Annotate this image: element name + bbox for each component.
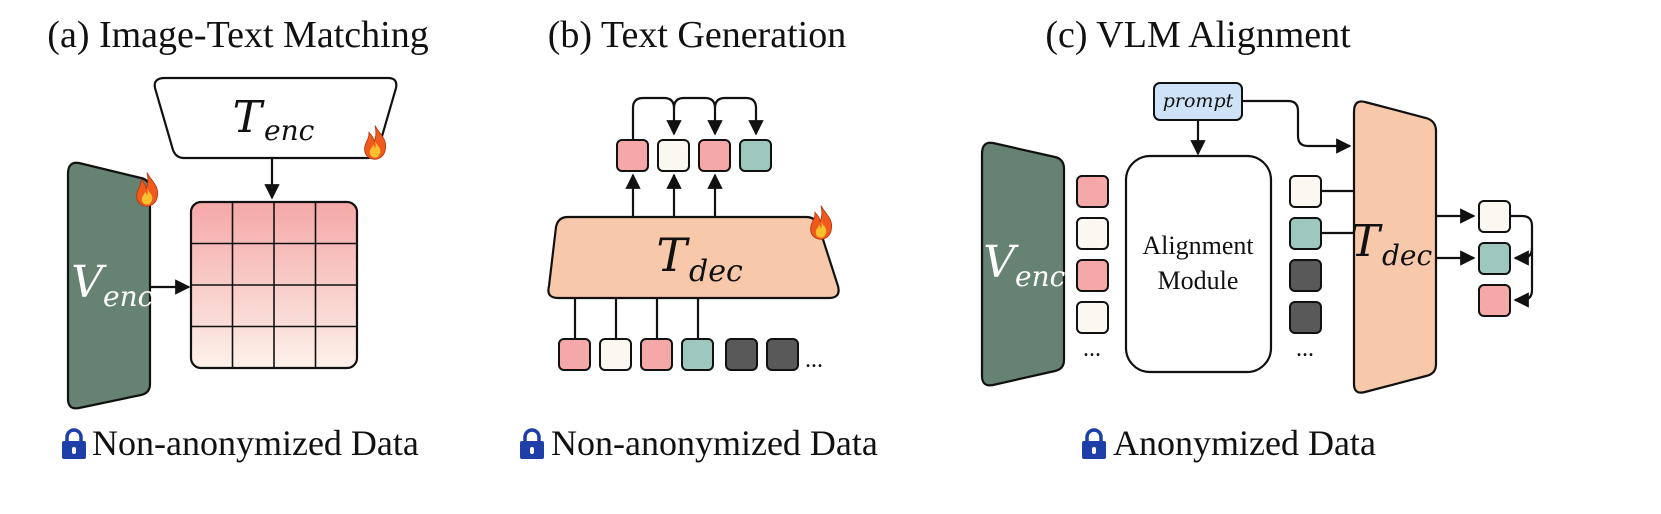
panel-c-title: (c) VLM Alignment <box>1045 14 1351 56</box>
input-token <box>725 338 758 371</box>
svg-text:T: T <box>1351 216 1384 267</box>
autoregressive-arrows <box>1510 214 1534 308</box>
visual-token <box>1076 259 1109 292</box>
visual-token-ellipsis: ... <box>1083 336 1101 362</box>
input-token <box>766 338 799 371</box>
panel-b-title: (b) Text Generation <box>548 14 846 56</box>
alignment-module-label-line2: Module <box>1158 266 1239 295</box>
flame-icon <box>810 205 833 240</box>
svg-text:dec: dec <box>1382 239 1432 272</box>
vision-encoder-block <box>980 141 1066 387</box>
output-token <box>1478 200 1511 233</box>
output-token <box>657 139 690 172</box>
text-decoder-label: T dec <box>656 228 743 289</box>
panel-b-data-label: Non-anonymized Data <box>551 423 878 463</box>
output-token <box>1478 242 1511 275</box>
aligned-token <box>1289 217 1322 250</box>
text-encoder-label: T enc <box>233 92 315 147</box>
svg-text:enc: enc <box>1015 260 1066 293</box>
alignment-module-label-line1: Alignment <box>1142 231 1254 260</box>
text-encoder-block <box>153 76 398 160</box>
vision-encoder-label: V enc <box>983 237 1065 293</box>
alignment-module-block <box>1124 154 1273 374</box>
decoder-input-lines <box>573 298 700 338</box>
text-decoder-label: T dec <box>1351 216 1433 272</box>
svg-text:V: V <box>983 237 1019 288</box>
similarity-matrix <box>189 200 359 370</box>
output-token <box>698 139 731 172</box>
panel-b: (b) Text Generation T dec <box>519 14 878 463</box>
svg-text:T: T <box>233 92 266 143</box>
output-token <box>739 139 772 172</box>
panel-a: (a) Image-Text Matching T enc V enc <box>47 14 428 463</box>
input-token <box>681 338 714 371</box>
visual-token <box>1076 217 1109 250</box>
visual-token <box>1076 175 1109 208</box>
arrow-prompt-to-decoder <box>1242 99 1352 154</box>
prompt-label: prompt <box>1163 90 1234 112</box>
output-token <box>1478 284 1511 317</box>
aligned-token <box>1289 175 1322 208</box>
lock-icon <box>519 428 545 460</box>
lock-icon <box>1081 428 1107 460</box>
output-token <box>616 139 649 172</box>
input-token <box>558 338 591 371</box>
aligned-token <box>1289 259 1322 292</box>
svg-text:enc: enc <box>264 114 315 147</box>
text-decoder-block <box>1352 100 1438 394</box>
svg-text:dec: dec <box>689 254 743 289</box>
svg-text:T: T <box>656 228 690 282</box>
panel-c: (c) VLM Alignment prompt V enc ... Align… <box>980 14 1534 463</box>
panel-a-data-label: Non-anonymized Data <box>92 423 419 463</box>
svg-text:enc: enc <box>103 280 154 313</box>
panel-a-title: (a) Image-Text Matching <box>47 14 428 56</box>
autoregressive-arrows <box>631 96 764 139</box>
aligned-token <box>1289 301 1322 334</box>
token-ellipsis: ... <box>805 347 823 373</box>
panel-c-data-label: Anonymized Data <box>1113 423 1376 463</box>
visual-token <box>1076 301 1109 334</box>
svg-text:V: V <box>71 257 107 308</box>
lock-icon <box>61 428 87 460</box>
vision-encoder-label: V enc <box>71 257 153 313</box>
input-token <box>640 338 673 371</box>
aligned-token-ellipsis: ... <box>1296 336 1314 362</box>
input-token <box>599 338 632 371</box>
